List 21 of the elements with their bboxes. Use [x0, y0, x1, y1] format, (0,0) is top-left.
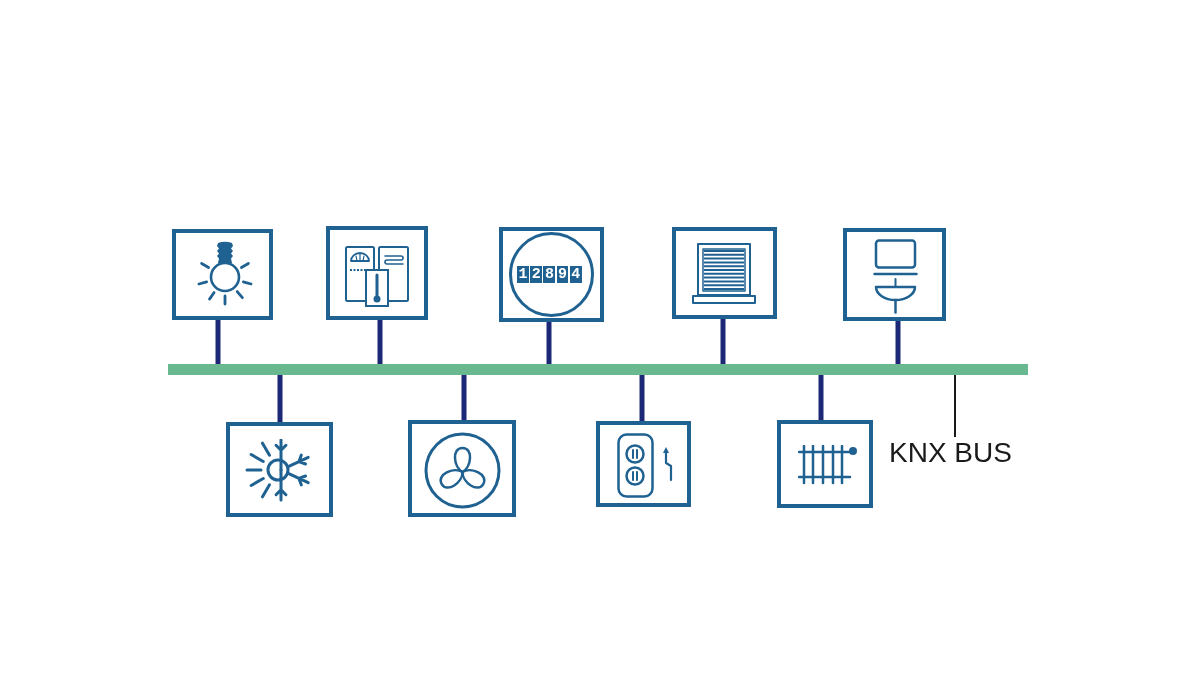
bus-connector: [215, 320, 221, 364]
meter-box: [499, 227, 604, 322]
bus-connector: [895, 321, 901, 364]
device-box: [408, 420, 516, 517]
bus-bar: [168, 364, 1028, 375]
device-box: [172, 229, 273, 320]
bus-connector: [377, 320, 383, 364]
bus-connector: [546, 322, 552, 364]
device-box: [326, 226, 428, 320]
bus-connector: [639, 375, 645, 421]
device-box: [672, 227, 777, 319]
device-box: [777, 420, 873, 508]
bus-connector: [818, 375, 824, 420]
device-box: [226, 422, 333, 517]
device-box: [843, 228, 946, 321]
bus-connector: [461, 375, 467, 420]
leader-line: [954, 374, 956, 438]
bus-connector: [277, 375, 283, 422]
device-box: [596, 421, 691, 507]
bus-connector: [720, 319, 726, 364]
bus-label: KNX BUS: [889, 437, 1014, 469]
